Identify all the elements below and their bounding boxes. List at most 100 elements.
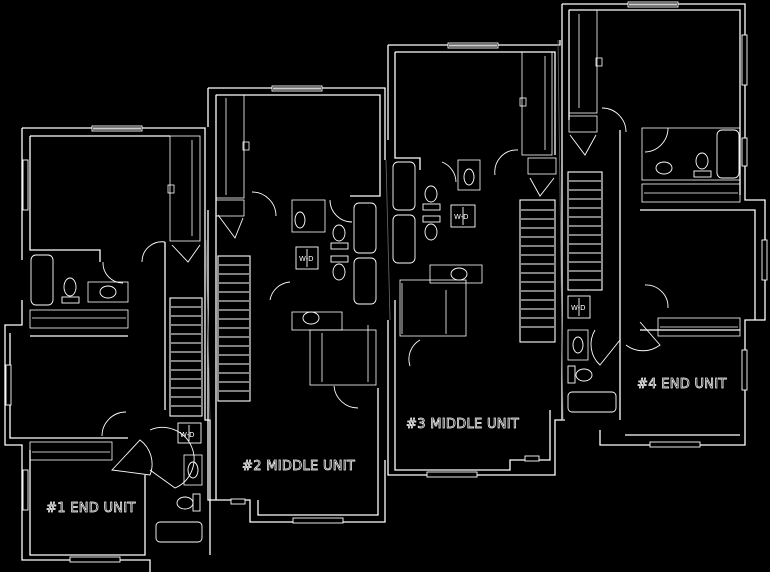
unit-2-door-2: [329, 199, 353, 223]
unit-4-tub: [716, 129, 740, 179]
unit-3-bath: [457, 159, 481, 191]
svg-text:W-D: W-D: [299, 255, 314, 263]
unit-3-toilet-1: [424, 185, 438, 203]
unit-4-plan: W-D #4 END UNIT: [561, 1, 768, 448]
unit-3-washer-dryer: [450, 204, 476, 228]
unit-1-door-5: [149, 426, 195, 489]
unit-2-toilet-1: [332, 224, 346, 242]
unit-3-exterior-wall: [387, 40, 565, 476]
unit-3-vanity: [429, 264, 483, 284]
unit-4-stairs: [567, 171, 603, 291]
unit-1-lower-tub: [155, 521, 203, 543]
unit-3-plan: W-D #3 MIDDLE UNIT: [387, 40, 565, 478]
unit-1-linen-door: [171, 244, 201, 263]
svg-text:W-D: W-D: [180, 431, 195, 439]
unit-2-linen-door: [217, 214, 244, 239]
unit-1-stair-treads: [171, 306, 201, 407]
unit-4-window-bottom: [649, 441, 701, 448]
unit-4-hall-closet: [641, 183, 741, 203]
unit-1-toilet: [63, 277, 77, 297]
unit-4-door-4: [590, 329, 621, 366]
unit-1-window-left-3: [22, 469, 29, 511]
unit-1-door-2: [102, 261, 124, 284]
unit-4-window-right-1: [741, 34, 748, 86]
unit-3-door-1: [494, 149, 519, 176]
unit-2-inner-wall: [215, 94, 381, 516]
unit-2-lower-sink: [302, 311, 320, 325]
unit-2-stair-treads: [219, 264, 249, 392]
unit-2-tub-1: [353, 202, 377, 254]
unit-3-tub-1: [392, 161, 416, 211]
unit-2-plan: W-D #2 MIDDLE UNIT: [207, 85, 386, 524]
unit-4-door-2: [644, 127, 669, 153]
unit-4-exterior-wall: [561, 3, 766, 446]
unit-3-toilet-2: [424, 223, 438, 241]
unit-4-window-right-2: [741, 137, 748, 167]
unit-4-sink: [655, 161, 673, 175]
unit-3-stairs: [519, 199, 556, 343]
unit-1-tub: [30, 254, 54, 306]
unit-4-closet-2: [657, 317, 741, 337]
svg-text:W-D: W-D: [571, 304, 586, 312]
unit-2-toilet-2: [332, 263, 346, 281]
unit-3-door-3: [408, 339, 421, 367]
unit-4-lower-sink: [572, 336, 584, 354]
unit-2-tub-2: [353, 257, 377, 305]
unit-4-door-5: [625, 321, 661, 352]
unit-3-closet: [521, 51, 553, 156]
unit-2-washer-dryer: [295, 246, 319, 270]
unit-4-washer-dryer: [567, 295, 591, 319]
unit-2-sink: [294, 211, 306, 229]
unit-1-lower-toilet: [176, 496, 194, 510]
unit-2-closet: [215, 94, 245, 199]
unit-2-vanity: [291, 311, 343, 331]
unit-2-window-bottom: [292, 517, 344, 524]
unit-1-door-3: [101, 411, 127, 437]
unit-4-bath: [641, 127, 741, 181]
unit-2-bath: [291, 199, 326, 233]
unit-3-window-side: [524, 455, 540, 462]
unit-4-door-3: [644, 284, 669, 309]
unit-1-stairs: [169, 297, 203, 417]
unit-4-linen-door: [569, 134, 597, 156]
unit-1-label: #1 END UNIT: [46, 501, 136, 516]
unit-1-inner-wall: [9, 135, 170, 556]
unit-1-exterior-wall: [4, 127, 206, 572]
unit-3-window-bottom: [426, 471, 478, 478]
unit-1-window-left-1: [22, 159, 29, 211]
unit-1-lower-sink: [187, 461, 199, 479]
unit-4-lower-toilet: [575, 368, 593, 382]
unit-2-walkin-closet: [309, 329, 377, 386]
unit-4-stair-treads: [569, 180, 601, 281]
unit-2-window-side: [230, 498, 246, 505]
svg-text:W-D: W-D: [454, 213, 469, 221]
unit-1-plan: W-D #1 END UNIT: [4, 125, 211, 572]
unit-2-label: #2 MIDDLE UNIT: [242, 459, 355, 474]
unit-2-door-4: [333, 385, 359, 409]
unit-3-lower-sink: [450, 267, 468, 281]
unit-1-closet-3: [29, 441, 113, 461]
unit-4-lower-tub: [567, 391, 617, 413]
unit-1-sink: [99, 285, 117, 299]
unit-4-closet: [568, 9, 598, 114]
unit-2-door-1: [251, 191, 277, 217]
unit-2-exterior-wall: [207, 87, 386, 523]
unit-4-window-right-4: [741, 349, 748, 391]
unit-3-inner-wall: [394, 51, 556, 471]
unit-3-sink: [463, 168, 475, 186]
party-wall-hatching: [205, 39, 564, 421]
unit-4-door-1: [601, 107, 627, 133]
unit-4-label: #4 END UNIT: [637, 377, 727, 392]
unit-3-tub-2: [392, 214, 416, 264]
unit-3-door-2: [441, 161, 457, 183]
unit-1-closet-1: [169, 135, 201, 242]
unit-4-toilet: [695, 152, 709, 170]
unit-1-closet-2: [29, 309, 129, 329]
unit-1-window-left-2: [5, 364, 12, 406]
unit-1-door-4: [111, 439, 153, 476]
unit-3-linen-door: [529, 177, 555, 197]
unit-1-window-bottom: [69, 556, 121, 563]
unit-2-stairs: [217, 255, 251, 402]
unit-3-walkin-closet: [399, 279, 467, 337]
